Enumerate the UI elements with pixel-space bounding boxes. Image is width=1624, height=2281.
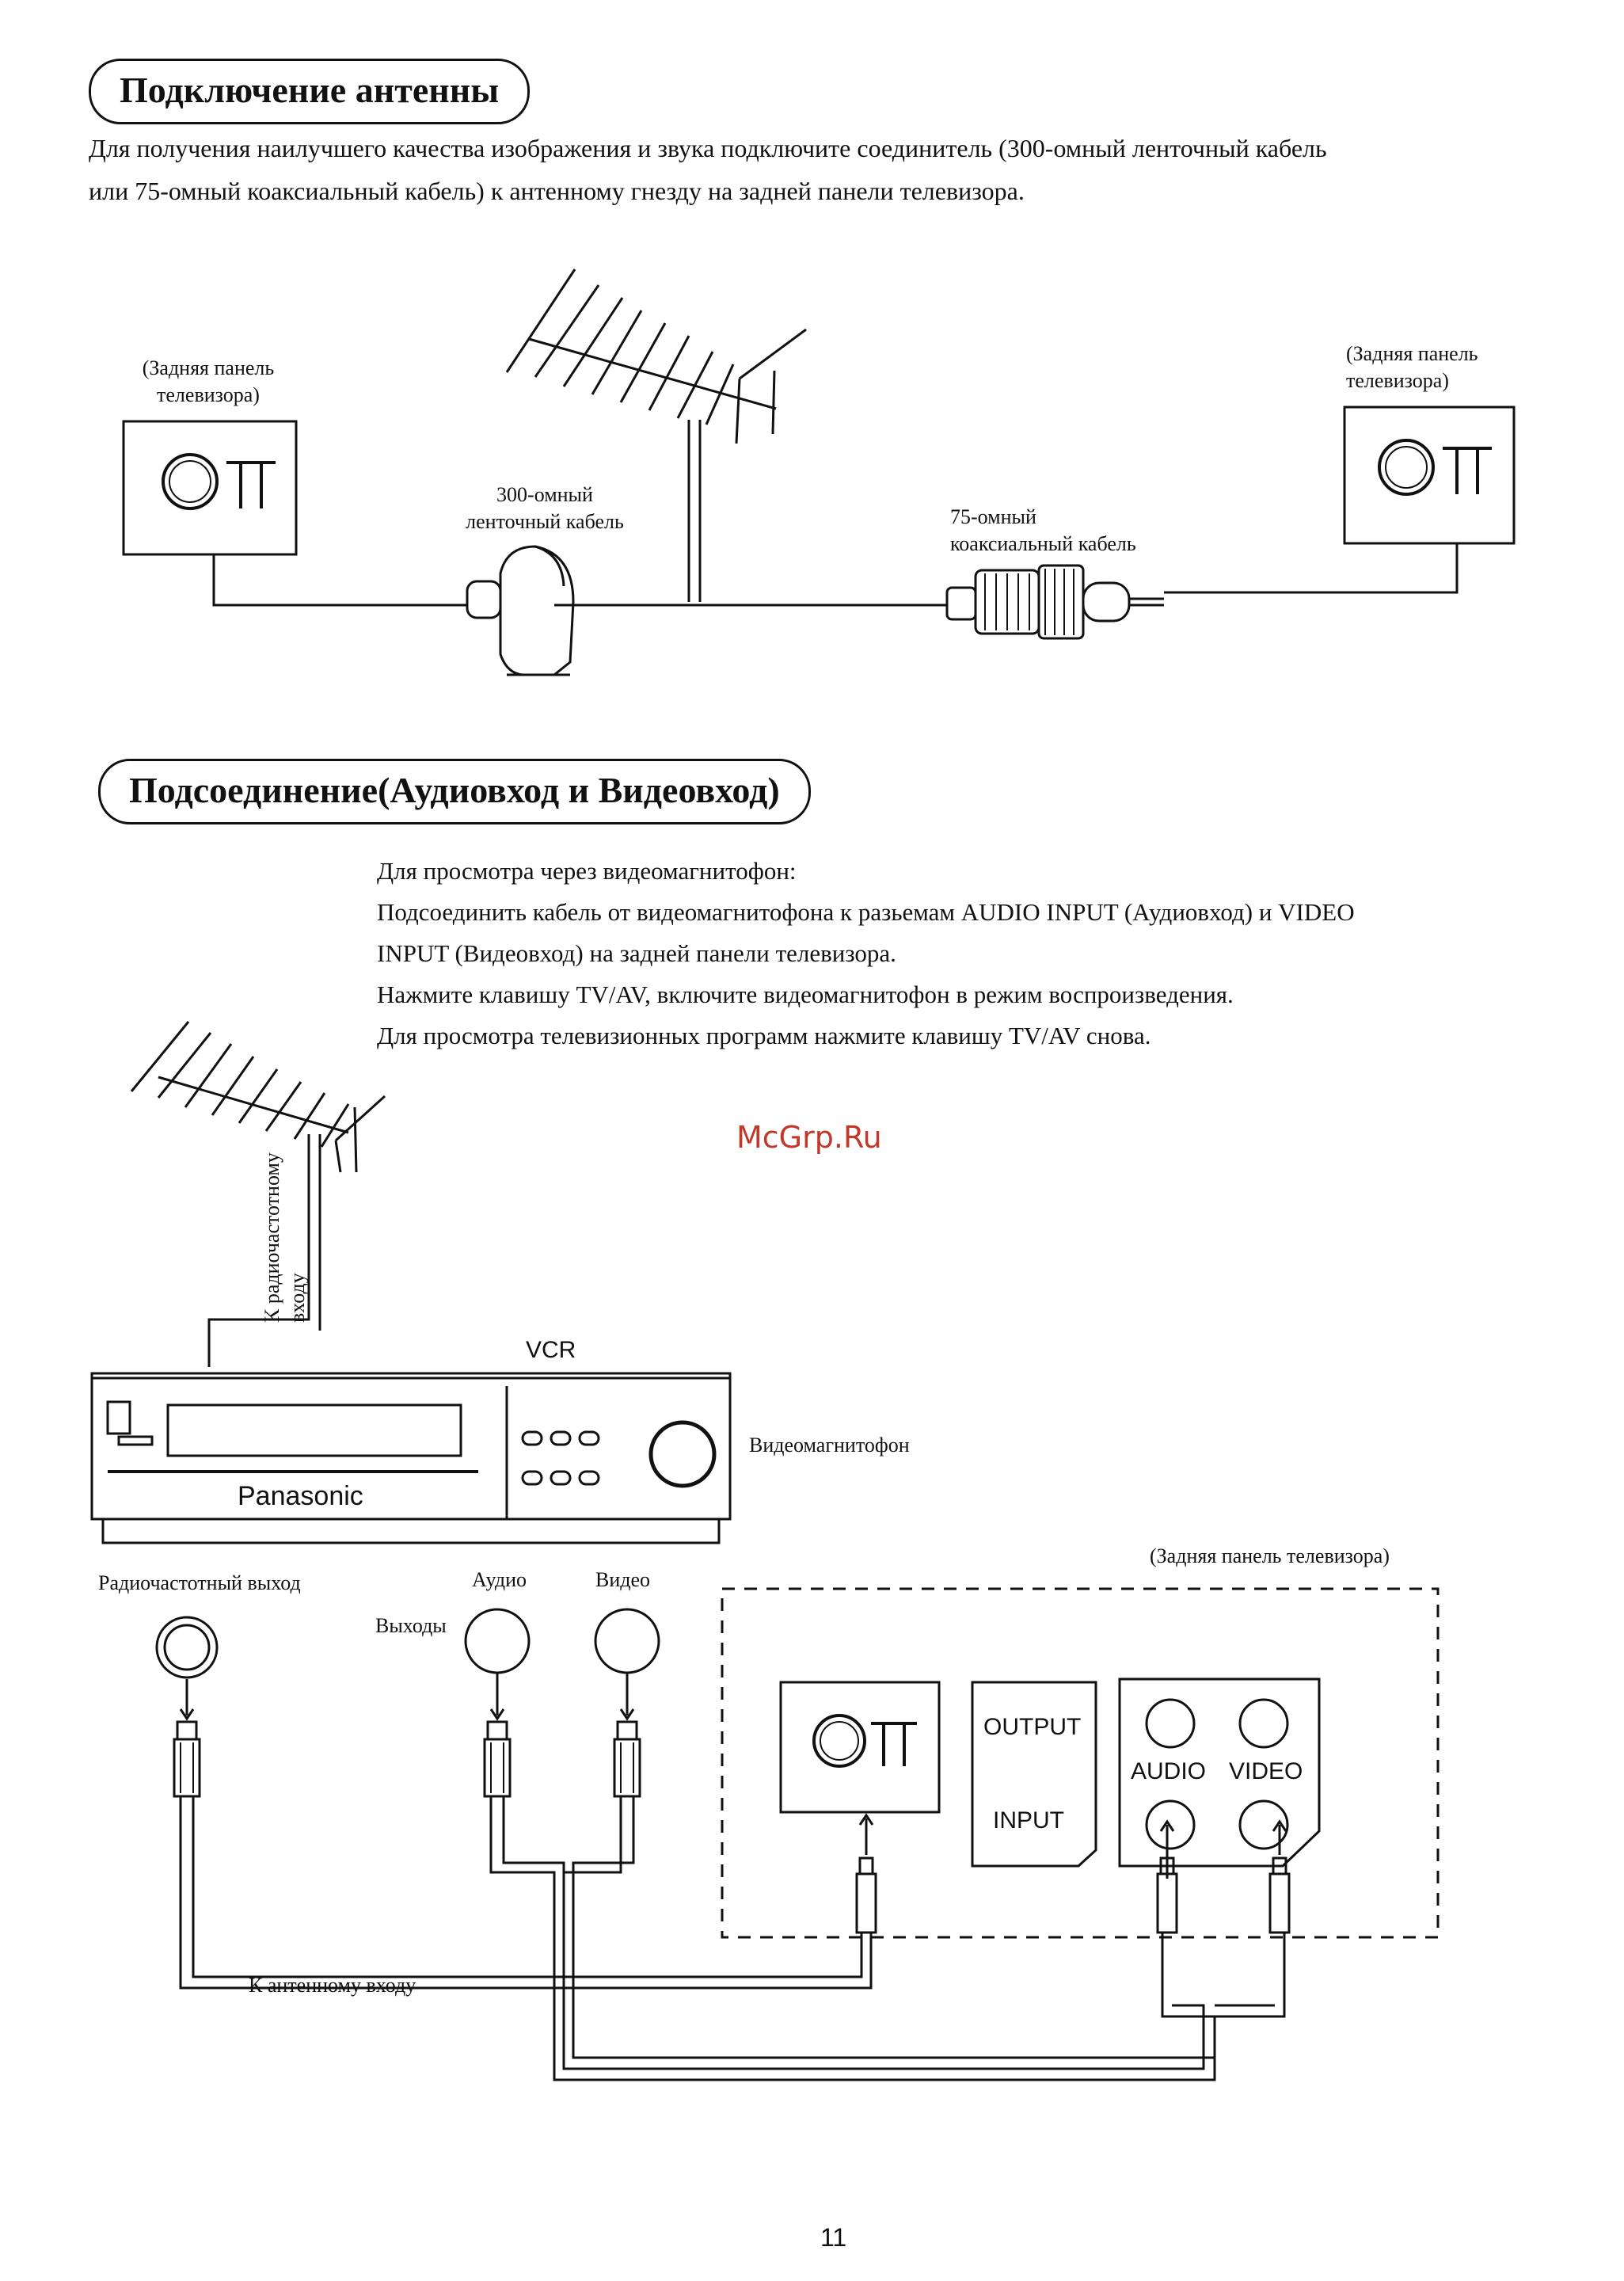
tv-audio-plug-icon — [1156, 1856, 1178, 1934]
coax-cable-label: 75-омный коаксиальный кабель — [950, 505, 1136, 555]
page-number: 11 — [820, 2223, 847, 2252]
antenna-text-line-2: или 75-омный коаксиальный кабель) к анте… — [89, 177, 1025, 205]
av-instructions: Для просмотра через видеомагнитофон: Под… — [377, 851, 1355, 1057]
antenna-diagram — [122, 268, 1516, 676]
video-output-jack-icon — [594, 1608, 660, 1674]
ribbon-cable-connector-icon — [466, 545, 575, 676]
tv-left-rear-panel — [122, 420, 298, 556]
av-text-line-1: Для просмотра через видеомагнитофон: — [377, 857, 797, 885]
watermark: McGrp.Ru — [736, 1120, 882, 1155]
audio-jack-label: AUDIO — [1131, 1758, 1207, 1784]
vcr-name-label: Видеомагнитофон — [749, 1434, 910, 1457]
tv-rear-panel-box — [721, 1587, 1440, 1939]
vcr-antenna-icon — [130, 1021, 386, 1367]
vcr-device — [90, 1372, 732, 1544]
antenna-icon — [505, 268, 807, 602]
section-title-av: Подсоединение(Аудиовход и Видеовход) — [98, 759, 811, 824]
audio-output-label: Аудио — [472, 1568, 527, 1591]
antenna-text-line-1: Для получения наилучшего качества изобра… — [89, 134, 1327, 162]
output-label: OUTPUT — [983, 1714, 1082, 1740]
audio-plug-icon — [483, 1720, 512, 1798]
av-text-line-3: INPUT (Видеовход) на задней панели телев… — [377, 939, 896, 967]
video-output-label: Видео — [595, 1568, 651, 1591]
input-label: INPUT — [993, 1807, 1064, 1834]
av-text-line-2: Подсоединить кабель от видеомагнитофона … — [377, 898, 1355, 926]
tv-video-plug-icon — [1268, 1856, 1291, 1934]
antenna-input-label: К антенному входу — [249, 1974, 416, 1997]
tv-rear-panel-label: (Задняя панель телевизора) — [1150, 1544, 1390, 1567]
output-input-panel — [971, 1681, 1097, 1868]
video-plug-icon — [613, 1720, 641, 1798]
coax-cable-connector-icon — [945, 564, 1164, 640]
tv-right-label: (Задняя панель телевизора) — [1346, 342, 1478, 392]
tv-left-label: (Задняя панель телевизора) — [142, 356, 275, 406]
vcr-buttons — [521, 1430, 600, 1486]
tv-rf-plug-icon — [855, 1856, 877, 1934]
av-text-line-5: Для просмотра телевизионных программ наж… — [377, 1022, 1151, 1049]
antenna-instructions: Для получения наилучшего качества изобра… — [89, 127, 1327, 212]
rf-output-jack-icon — [155, 1616, 219, 1679]
vcr-dial-icon — [648, 1420, 717, 1488]
rf-plug-icon — [173, 1720, 201, 1798]
video-jack-label: VIDEO — [1229, 1758, 1303, 1784]
rf-output-label: Радиочастотный выход — [98, 1571, 301, 1594]
tv-right-rear-panel — [1343, 406, 1516, 545]
tv-antenna-jack-panel — [779, 1681, 941, 1814]
av-text-line-4: Нажмите клавишу TV/AV, включите видеомаг… — [377, 981, 1234, 1008]
vcr-label: VCR — [526, 1337, 576, 1363]
vcr-brand-label: Panasonic — [238, 1481, 363, 1511]
ribbon-cable-label: 300-омный ленточный кабель — [466, 483, 624, 533]
audio-output-jack-icon — [464, 1608, 531, 1674]
section-title-antenna: Подключение антенны — [89, 59, 531, 124]
outputs-label: Выходы — [375, 1614, 447, 1637]
rf-input-label: К радиочастотному входу — [261, 1152, 309, 1323]
